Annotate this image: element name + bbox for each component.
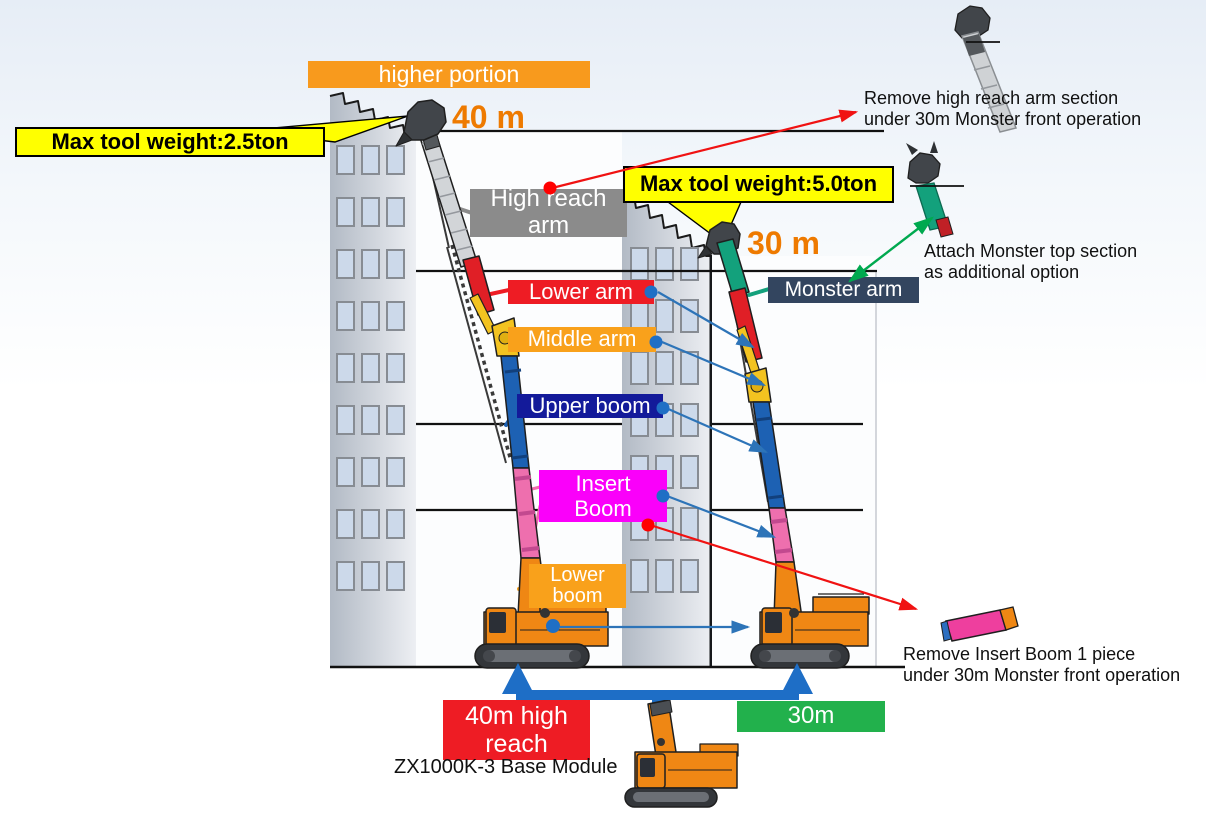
- window: [361, 249, 380, 279]
- arrow-attach-monster: [848, 216, 934, 283]
- high-reach-arm-section-illustration: [954, 5, 1018, 133]
- window: [361, 561, 380, 591]
- dot-insert-boom-red: [641, 518, 655, 532]
- window: [361, 457, 380, 487]
- height-40m-text: 40 m: [452, 99, 525, 135]
- attach-monster-note: Attach Monster top section as additional…: [924, 241, 1138, 282]
- window: [336, 301, 355, 331]
- window: [680, 403, 699, 437]
- window: [336, 509, 355, 539]
- monster-top-section-illustration: [906, 141, 954, 238]
- monster-top-section-part: [716, 238, 750, 297]
- middle-arm-label: Middle arm: [508, 326, 656, 352]
- window: [361, 405, 380, 435]
- window: [386, 457, 405, 487]
- window: [386, 561, 405, 591]
- span-arrow: [502, 663, 813, 700]
- window: [680, 507, 699, 541]
- remove-insert-boom-note: Remove Insert Boom 1 piece under 30m Mon…: [903, 644, 1181, 685]
- arrow-lower-arm: [657, 291, 755, 349]
- excavator-40m-illustration: [395, 99, 609, 669]
- window: [336, 145, 355, 175]
- max-tool-weight-5-0-callout: Max tool weight:5.0ton: [623, 166, 894, 203]
- insert-boom-label: Insert Boom: [539, 470, 667, 522]
- window: [361, 509, 380, 539]
- window: [630, 559, 649, 593]
- window: [386, 353, 405, 383]
- arrow-middle-arm: [661, 340, 767, 387]
- window: [655, 299, 674, 333]
- window: [361, 145, 380, 175]
- window: [655, 559, 674, 593]
- window: [336, 457, 355, 487]
- window: [386, 405, 405, 435]
- upper-boom-label: Upper boom: [517, 393, 663, 418]
- arrow-remove-high-reach: [551, 109, 859, 190]
- height-30m-text: 30 m: [747, 225, 820, 261]
- window: [386, 249, 405, 279]
- window: [680, 455, 699, 489]
- window: [630, 351, 649, 385]
- arrow-remove-insert: [649, 523, 919, 611]
- arrow-insert-boom: [666, 494, 777, 539]
- window: [680, 559, 699, 593]
- window: [336, 249, 355, 279]
- lower-arm-label: Lower arm: [508, 279, 654, 304]
- red-arrows: [543, 109, 919, 611]
- window: [361, 197, 380, 227]
- window: [386, 197, 405, 227]
- dot-high-reach: [543, 181, 557, 195]
- crusher-head-40m: [403, 99, 447, 141]
- reach-40m-badge: 40m high reach: [443, 700, 590, 760]
- remove-high-reach-note: Remove high reach arm section under 30m …: [864, 88, 1142, 129]
- window: [336, 561, 355, 591]
- window: [655, 351, 674, 385]
- window: [386, 301, 405, 331]
- window: [361, 353, 380, 383]
- window: [336, 405, 355, 435]
- high-reach-arm-label: High reach arm: [470, 185, 627, 239]
- insert-boom-piece-illustration: [940, 606, 1019, 642]
- base-module-caption: ZX1000K-3 Base Module: [394, 756, 618, 778]
- arrow-upper-boom: [665, 406, 769, 454]
- window: [336, 197, 355, 227]
- window: [680, 351, 699, 385]
- reach-30m-badge: 30m: [737, 701, 885, 732]
- base-module-illustration: [624, 699, 739, 808]
- blue-dots: [546, 285, 670, 633]
- max-tool-weight-2-5-callout: Max tool weight:2.5ton: [15, 127, 325, 157]
- window: [386, 509, 405, 539]
- higher-portion-banner: higher portion: [308, 61, 590, 88]
- window: [361, 301, 380, 331]
- window: [336, 353, 355, 383]
- lower-boom-label: Lower boom: [529, 564, 626, 608]
- blue-arrows: [560, 291, 777, 634]
